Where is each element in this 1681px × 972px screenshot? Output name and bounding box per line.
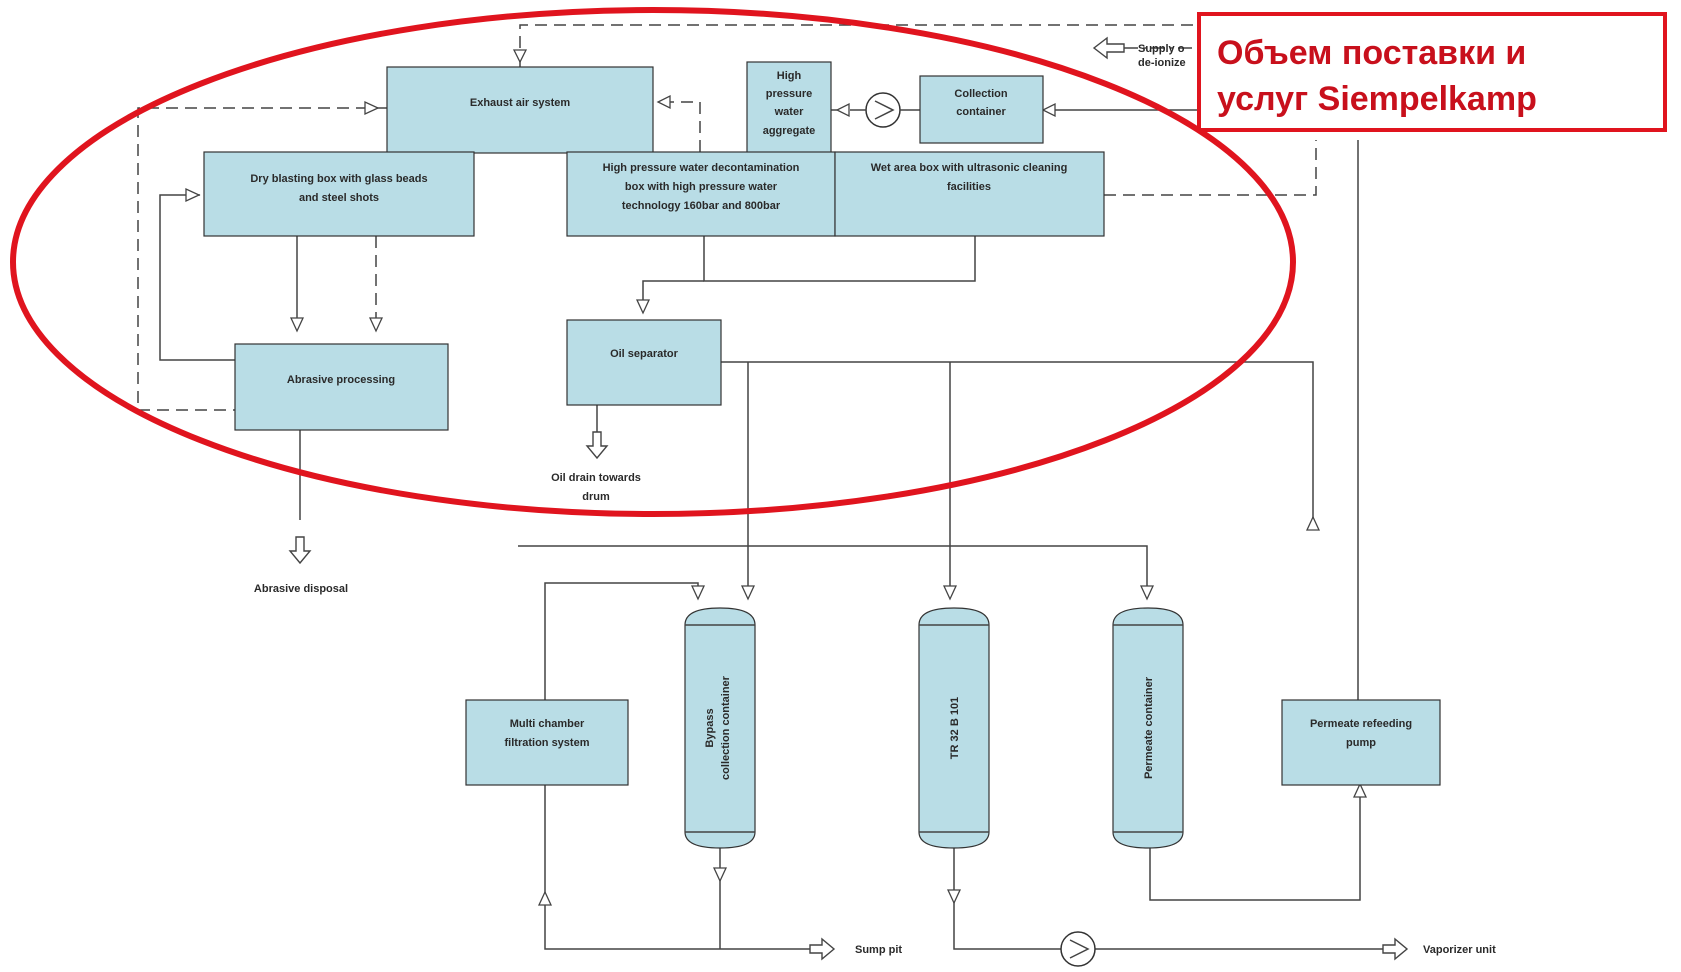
pump-bottom — [1060, 931, 1096, 967]
flow-arrow-icon — [740, 585, 756, 601]
flow-arrowheads — [185, 49, 1368, 906]
box-hp-decon-label: technology 160bar and 800bar — [622, 200, 781, 212]
exhaust-dashed-lines — [137, 24, 1317, 411]
flow-arrow-icon — [537, 890, 553, 906]
box-permeate-refeeding-label: Permeate refeeding — [1310, 718, 1412, 730]
flow-arrow-icon — [712, 867, 728, 883]
flow-arrow-icon — [946, 889, 962, 905]
tank-bypass-label: collection container — [720, 675, 732, 780]
flow-arrow-icon — [1352, 782, 1368, 798]
box-multi-chamber-label: filtration system — [505, 737, 590, 749]
box-multi-chamber-label: Multi chamber — [510, 718, 585, 730]
box-dry-blasting: Dry blasting box with glass beads and st… — [203, 151, 475, 237]
box-oil-separator: Oil separator — [566, 319, 722, 406]
pump-symbol-icon — [1060, 931, 1096, 967]
box-hp-aggregate-label: water — [774, 106, 804, 118]
outlet-arrows — [288, 36, 1409, 961]
box-hp-aggregate-label: aggregate — [763, 125, 816, 137]
box-collection-label: container — [956, 106, 1006, 118]
scope-callout: Объем поставки и услуг Siempelkamp — [1197, 12, 1667, 132]
box-permeate-refeeding: Permeate refeeding pump — [1281, 699, 1441, 786]
flow-arrow-icon — [368, 317, 384, 333]
box-oil-separator-label: Oil separator — [610, 348, 679, 360]
box-multi-chamber: Multi chamber filtration system — [465, 699, 629, 786]
box-exhaust-air: Exhaust air system — [386, 66, 654, 154]
flow-arrow-icon — [289, 317, 305, 333]
box-dry-blasting-label: and steel shots — [299, 192, 379, 204]
box-wet-area-label: Wet area box with ultrasonic cleaning — [871, 162, 1068, 174]
box-hp-aggregate-label: pressure — [766, 88, 812, 100]
oil-drain-label: Oil drain towards — [551, 472, 641, 484]
sump-pit-label: Sump pit — [855, 944, 902, 956]
flow-arrow-icon — [942, 585, 958, 601]
pump-top — [831, 92, 920, 128]
hollow-arrow-icon — [1382, 937, 1409, 961]
box-abrasive-label: Abrasive processing — [287, 374, 395, 386]
flow-arrow-icon — [185, 187, 201, 203]
flow-arrow-icon — [656, 94, 671, 110]
scope-highlight-ellipse — [10, 7, 1296, 517]
flow-arrow-icon — [512, 49, 528, 64]
box-hp-aggregate-label: High — [777, 70, 802, 82]
box-wet-area-label: facilities — [947, 181, 991, 193]
flow-arrow-icon — [1139, 585, 1155, 601]
flow-arrow-icon — [1305, 515, 1321, 531]
callout-line-2: услуг Siempelkamp — [1217, 80, 1537, 118]
flow-arrow-icon — [635, 299, 651, 315]
flow-arrow-icon — [690, 585, 706, 601]
abrasive-disposal-label: Abrasive disposal — [254, 583, 348, 595]
callout-line-1: Объем поставки и — [1217, 34, 1527, 72]
flow-arrow-icon — [1041, 102, 1056, 118]
supply-label: Supply o — [1138, 43, 1185, 55]
flow-arrow-icon — [364, 100, 380, 116]
box-hp-decontamination: High pressure water decontamination box … — [566, 151, 836, 237]
pump-symbol-icon — [865, 92, 901, 128]
box-hp-decon-label: High pressure water decontamination — [603, 162, 800, 174]
hollow-arrow-icon — [585, 431, 609, 460]
box-permeate-refeeding-label: pump — [1346, 737, 1376, 749]
supply-label: de-ionize — [1138, 57, 1186, 69]
box-hp-water-aggregate: High pressure water aggregate — [746, 61, 832, 154]
tank-permeate-label: Permeate container — [1143, 676, 1155, 779]
hollow-arrow-icon — [809, 937, 836, 961]
tank-bypass: Bypass collection container — [684, 607, 756, 849]
box-collection-label: Collection — [954, 88, 1007, 100]
tank-tr32: TR 32 B 101 — [918, 607, 990, 849]
box-wet-area: Wet area box with ultrasonic cleaning fa… — [834, 151, 1105, 237]
vaporizer-label: Vaporizer unit — [1423, 944, 1496, 956]
box-collection-container: Collection container — [919, 75, 1044, 144]
hollow-arrow-icon — [1092, 36, 1125, 60]
tank-permeate: Permeate container — [1112, 607, 1184, 849]
box-exhaust-air-label: Exhaust air system — [470, 97, 570, 109]
hollow-arrow-icon — [288, 536, 312, 565]
box-dry-blasting-label: Dry blasting box with glass beads — [250, 173, 427, 185]
tank-tr32-label: TR 32 B 101 — [949, 697, 961, 759]
box-abrasive-processing: Abrasive processing — [234, 343, 449, 431]
box-hp-decon-label: box with high pressure water — [625, 181, 778, 193]
tank-bypass-label: Bypass — [704, 708, 716, 747]
oil-drain-label: drum — [582, 491, 610, 503]
